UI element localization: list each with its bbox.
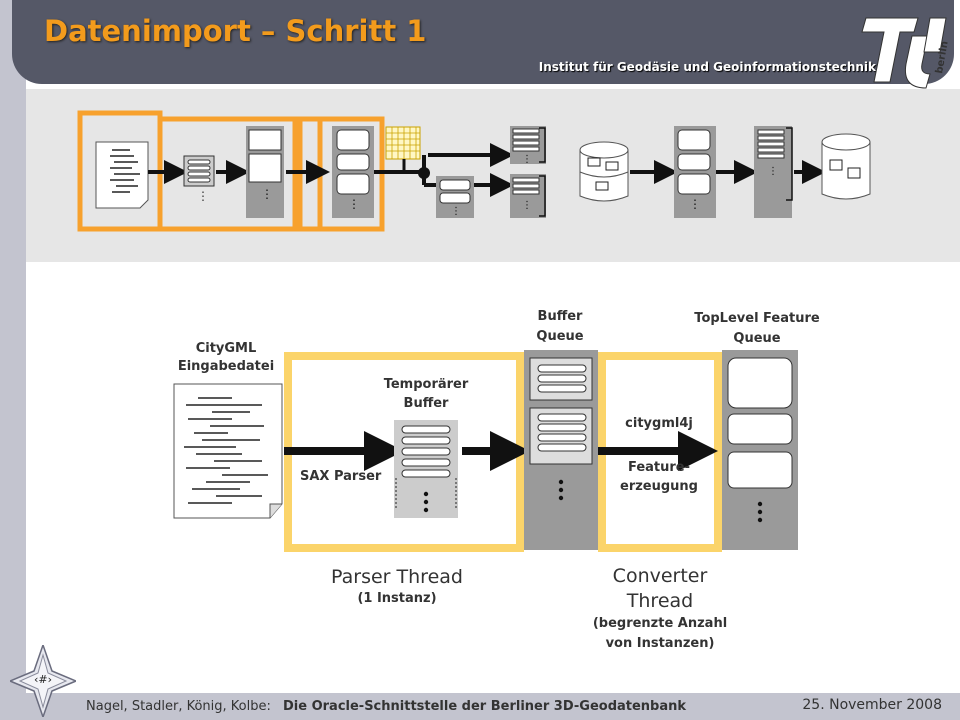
sax-parser-label: SAX Parser (300, 469, 382, 484)
overview-band: ⋮ ⋮ ⋮ ⋮ ⋮ ⋮ (26, 89, 960, 262)
toplevel-queue-label-line1: TopLevel Feature (694, 311, 820, 326)
input-file-label: CityGML Eingabedatei (176, 340, 276, 376)
page-number: ‹#› (33, 673, 52, 686)
parser-thread-title: Parser Thread (331, 566, 463, 588)
overview-db-queue-icon-1: ⋮ (510, 126, 546, 165)
slide-navigation-widget[interactable] (10, 645, 76, 717)
converter-thread-instances-line2: von Instanzen) (605, 636, 715, 651)
feature-creation-label-line2: erzeugung (620, 479, 698, 494)
parser-thread-label: Parser Thread (1 Instanz) (322, 564, 472, 608)
overview-grid-icon (385, 126, 421, 160)
footer-date: 25. November 2008 (802, 697, 942, 713)
svg-text:⋮: ⋮ (197, 189, 209, 203)
overview-temp-buffer-icon: ⋮ (183, 155, 215, 203)
footer-authors: Nagel, Stadler, König, Kolbe: (86, 699, 271, 714)
input-file-label-line2: Eingabedatei (177, 359, 275, 374)
overview-db-queue-icon-3: ⋮ (754, 126, 793, 218)
overview-buffer-queue-icon: ⋮ (246, 126, 284, 218)
institute-name: Institut für Geodäsie und Geoinformation… (538, 60, 876, 74)
svg-text:⋮: ⋮ (451, 206, 461, 217)
overview-db-queue-icon-2: ⋮ (510, 174, 546, 218)
converter-thread-title-line2: Thread (626, 590, 694, 612)
buffer-queue-icon (524, 350, 598, 550)
temp-buffer-label: Temporärer Buffer (376, 375, 476, 413)
temp-buffer-label-line1: Temporärer (383, 377, 469, 392)
buffer-queue-label-line2: Queue (536, 329, 584, 344)
svg-text:⋮: ⋮ (261, 187, 273, 201)
overview-converter-queue-icon: ⋮ (332, 126, 374, 218)
feature-creation-label-line1: Feature- (627, 460, 691, 475)
svg-text:⋮: ⋮ (522, 200, 532, 211)
svg-text:⋮: ⋮ (768, 166, 778, 177)
feature-creation-label: Feature- erzeugung (614, 458, 704, 496)
citygml4j-label: citygml4j (625, 416, 693, 431)
toplevel-queue-label-line2: Queue (733, 331, 781, 346)
overview-document-icon (95, 141, 149, 209)
citygml-document-icon (173, 383, 283, 519)
buffer-queue-label: Buffer Queue (525, 307, 595, 347)
footer-title: Die Oracle-Schnittstelle der Berliner 3D… (283, 699, 687, 714)
toplevel-queue-label: TopLevel Feature Queue (680, 309, 834, 349)
overview-toplevel-queue-icon: ⋮ (674, 126, 716, 218)
toplevel-feature-queue-icon (722, 350, 798, 550)
temp-buffer-label-line2: Buffer (403, 396, 449, 411)
overview-database-icon-1 (579, 141, 629, 202)
header-bar (12, 0, 954, 84)
overview-database-icon-2 (821, 133, 871, 200)
slide-title: Datenimport – Schritt 1 (44, 14, 427, 48)
converter-thread-instances-line1: (begrenzte Anzahl (592, 616, 728, 631)
svg-text:⋮: ⋮ (522, 154, 532, 165)
buffer-queue-label-line1: Buffer (537, 309, 583, 324)
converter-thread-label: Converter Thread (begrenzte Anzahl von I… (580, 564, 740, 654)
temporary-buffer-icon (394, 420, 458, 518)
svg-text:⋮: ⋮ (348, 197, 360, 211)
converter-thread-title-line1: Converter (612, 565, 708, 587)
input-file-label-line1: CityGML (195, 341, 257, 356)
svg-text:⋮: ⋮ (689, 197, 701, 211)
footer-bar (0, 693, 960, 720)
overview-small-queue-icon: ⋮ (436, 176, 474, 218)
parser-thread-instances: (1 Instanz) (357, 591, 437, 606)
tu-berlin-logo: berlin (861, 17, 951, 89)
left-strip (0, 0, 26, 720)
parser-converter-diagram: CityGML Eingabedatei Temporärer Buffer S… (26, 262, 960, 692)
pipeline-overview: ⋮ ⋮ ⋮ ⋮ ⋮ ⋮ (77, 110, 871, 232)
